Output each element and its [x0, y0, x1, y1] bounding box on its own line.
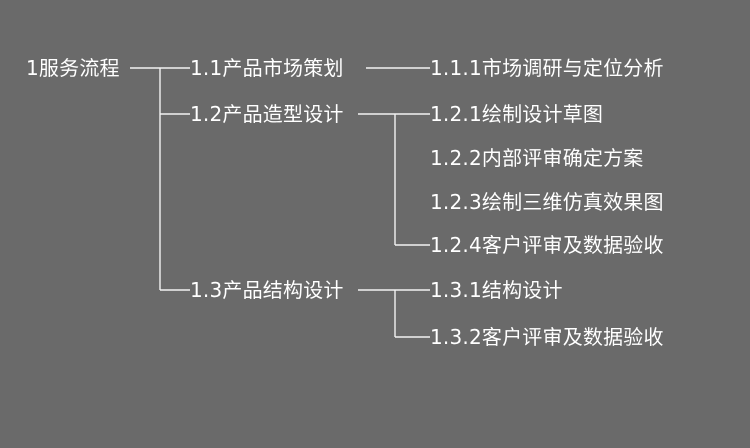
node-1-2-4: 1.2.4客户评审及数据验收 [430, 233, 664, 257]
node-root: 1服务流程 [26, 56, 120, 80]
node-1-3: 1.3产品结构设计 [190, 278, 344, 302]
node-1-3-1: 1.3.1结构设计 [430, 278, 563, 302]
node-1-2-1: 1.2.1绘制设计草图 [430, 102, 604, 126]
node-1-1-1: 1.1.1市场调研与定位分析 [430, 56, 664, 80]
node-1-2-2: 1.2.2内部评审确定方案 [430, 146, 644, 170]
node-1-3-2: 1.3.2客户评审及数据验收 [430, 325, 664, 349]
node-1-2: 1.2产品造型设计 [190, 102, 344, 126]
node-1-1: 1.1产品市场策划 [190, 56, 344, 80]
node-1-2-3: 1.2.3绘制三维仿真效果图 [430, 190, 664, 214]
